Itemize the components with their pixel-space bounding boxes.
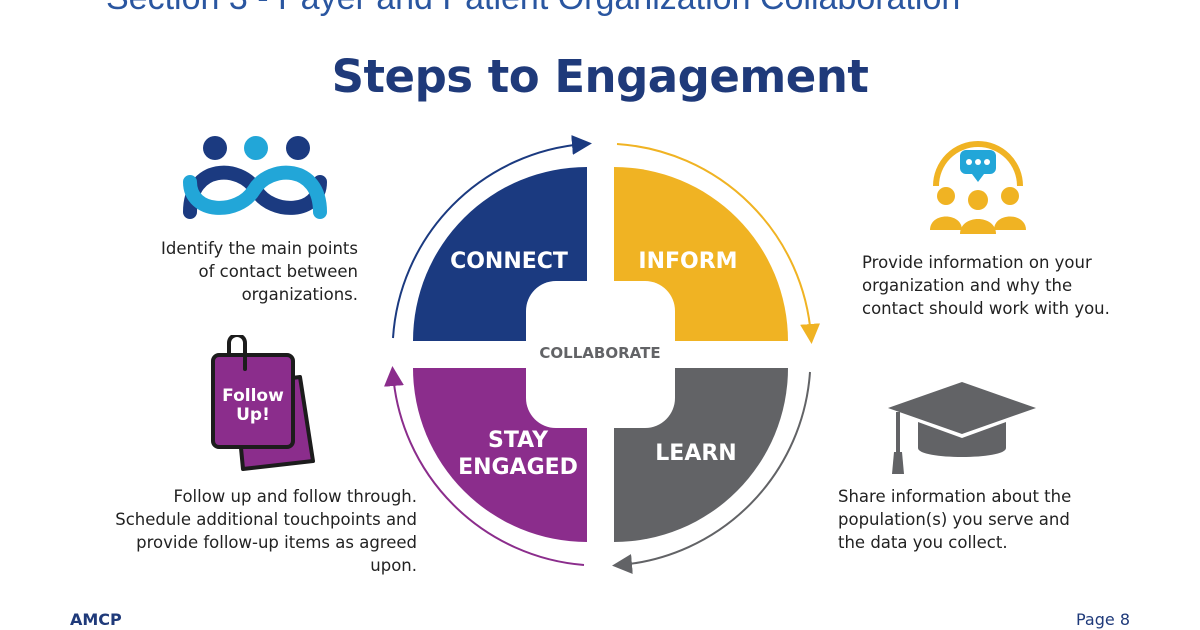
label-connect: CONNECT (450, 249, 568, 274)
label-inform: INFORM (638, 249, 737, 274)
label-stay: STAY (488, 428, 549, 453)
arrow-stay-engaged-to-connect (383, 366, 585, 566)
center-cutout (526, 281, 675, 428)
follow-up-note-text: Follow Up! (222, 386, 284, 425)
label-engaged: ENGAGED (458, 455, 578, 480)
people-network-icon (183, 136, 327, 219)
stay-engaged-description: Follow up and follow through. Schedule a… (115, 487, 417, 575)
group-discussion-icon (930, 141, 1026, 234)
arrow-inform-to-learn (616, 143, 820, 344)
footer-brand: AMCP (70, 610, 122, 629)
connect-description: Identify the main points of contact betw… (160, 239, 358, 304)
arrow-connect-to-inform (392, 134, 592, 339)
section-title: Section 3 - Payer and Patient Organizati… (106, 0, 960, 18)
page-title: Steps to Engagement (331, 50, 869, 103)
label-collaborate: COLLABORATE (539, 344, 660, 362)
arrow-learn-to-stay-engaged (612, 371, 811, 574)
learn-description: Share information about the population(s… (838, 487, 1072, 552)
inform-description: Provide information on your organization… (862, 253, 1110, 318)
label-learn: LEARN (655, 441, 736, 466)
graduation-cap-icon (888, 382, 1036, 474)
follow-up-note-icon: Follow Up! (205, 335, 320, 475)
page-number: Page 8 (1076, 610, 1130, 629)
engagement-cycle-diagram: CONNECT INFORM STAY ENGAGED LEARN COLLAB… (383, 134, 820, 574)
